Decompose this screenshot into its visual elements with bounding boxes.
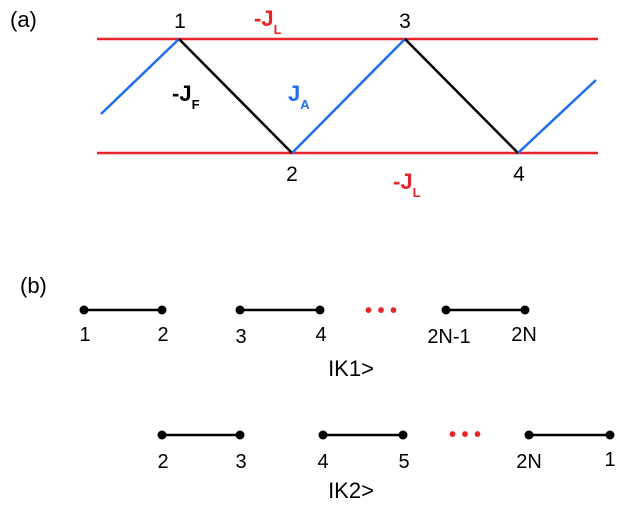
- ferro-bond-1-2: [178, 38, 293, 154]
- row1-site-dot: [441, 305, 451, 315]
- site-label-2: 2: [286, 163, 298, 186]
- row2-site-label: 1: [604, 449, 615, 471]
- site-label-4: 4: [513, 163, 525, 186]
- site-label-1: 1: [174, 10, 186, 33]
- row2-site-dot: [524, 430, 534, 440]
- row1-site-dot: [315, 305, 325, 315]
- row1-site-label: 2N-1: [427, 326, 470, 348]
- antiferro-bond-2-3: [291, 38, 406, 154]
- site-label-3: 3: [399, 10, 411, 33]
- row2-site-label: 2: [157, 451, 168, 473]
- row2-site-dot: [235, 430, 245, 440]
- row2-site-dot: [398, 430, 408, 440]
- state-label-ik1: IK1>: [328, 356, 374, 381]
- ferro-bond-3-4: [404, 38, 519, 154]
- row2-site-dot: [318, 430, 328, 440]
- antiferro-bond-4-end: [517, 79, 597, 154]
- row1-site-label: 3: [235, 326, 246, 348]
- row2-site-label: 5: [398, 451, 409, 473]
- coupling-label-antiferro: JA: [288, 81, 310, 112]
- row1-site-label: 2N: [511, 324, 537, 346]
- row1-ellipsis: • • •: [365, 300, 397, 322]
- row2-site-label: 3: [235, 451, 246, 473]
- antiferro-bond-0: [100, 38, 180, 115]
- row1-site-label: 4: [315, 324, 326, 346]
- row2-site-label: 4: [317, 451, 328, 473]
- row1-site-dot: [157, 305, 167, 315]
- coupling-label-ferro: -JF: [172, 81, 200, 112]
- state-label-ik2: IK2>: [328, 478, 374, 503]
- row2-site-dot: [605, 430, 615, 440]
- row1-site-label: 1: [79, 324, 90, 346]
- row1-site-dot: [79, 305, 89, 315]
- panel-a-label: (a): [10, 7, 37, 32]
- panel-b-label: (b): [20, 273, 47, 298]
- coupling-label-top: -JL: [254, 6, 282, 37]
- coupling-label-bottom: -JL: [393, 169, 421, 200]
- row2-site-label: 2N: [516, 451, 542, 473]
- row1-site-label: 2: [157, 324, 168, 346]
- row1-site-dot: [235, 305, 245, 315]
- row1-site-dot: [520, 305, 530, 315]
- row2-site-dot: [157, 430, 167, 440]
- row2-ellipsis: • • •: [449, 424, 481, 446]
